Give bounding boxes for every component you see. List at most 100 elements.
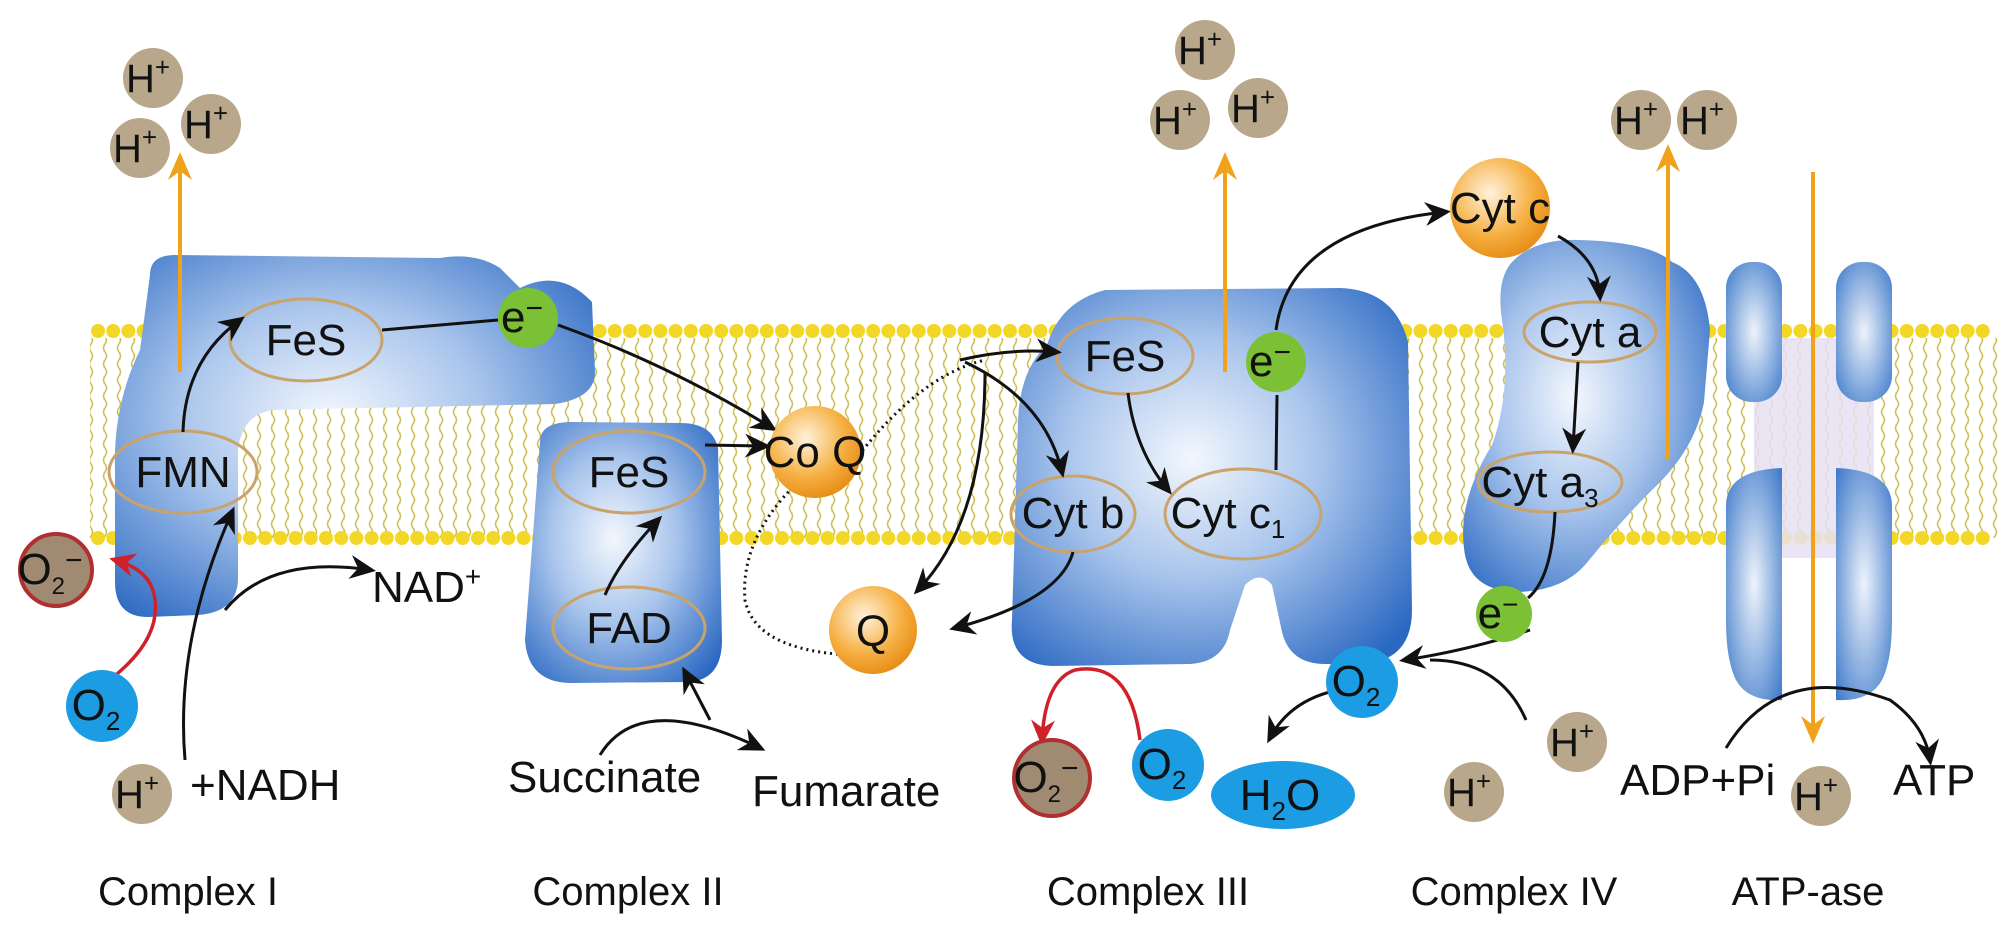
- electron-to-cyt-c-arrow: [1274, 202, 1451, 331]
- lipid-head: [759, 531, 774, 545]
- lipid-head: [942, 324, 957, 338]
- lipid-head: [714, 324, 729, 338]
- fes-to-electron-line-i: [381, 318, 499, 332]
- lipid-head: [1930, 531, 1945, 545]
- lipid-head: [1671, 531, 1686, 545]
- svg-text:e−: e−: [1478, 589, 1519, 638]
- cyt-b-to-q-arrow: [949, 551, 1075, 635]
- complex-ii-protein: [525, 422, 722, 683]
- proton-h-plus: H+: [1677, 90, 1737, 150]
- cyt-a-label: Cyt a: [1539, 308, 1642, 357]
- lipid-head: [1975, 531, 1990, 545]
- lipid-head: [592, 324, 607, 338]
- lipid-head: [91, 324, 105, 338]
- lipid-head: [1808, 324, 1823, 338]
- lipid-head: [1915, 531, 1929, 545]
- adp-to-atp-arrow: [1724, 686, 1940, 766]
- lipid-head: [410, 531, 425, 545]
- nadh-to-nad-arrow: [223, 555, 376, 611]
- lipid-head: [258, 531, 273, 545]
- lipid-head: [1018, 324, 1033, 338]
- complex-iii-label: Complex III: [1047, 870, 1249, 914]
- cyt-a3-to-electron-line: [1527, 511, 1557, 600]
- proton-h-plus: H+: [1791, 766, 1851, 826]
- lipid-head: [1413, 324, 1428, 338]
- fes-label-complex-i: FeS: [266, 316, 347, 365]
- svg-text:H+: H+: [113, 122, 157, 171]
- lipid-head: [775, 531, 789, 545]
- lipid-head: [851, 531, 865, 545]
- complex-ii-label: Complex II: [532, 870, 723, 914]
- lipid-head: [1641, 531, 1656, 545]
- oxygen-to-superoxide-arrow-i: [109, 553, 158, 680]
- lipid-head: [1474, 324, 1489, 338]
- fes-label-complex-ii: FeS: [589, 448, 670, 497]
- q-cycle-dotted-arrow: [743, 482, 851, 657]
- coenzyme-q: Co Q: [764, 406, 866, 498]
- lipid-head: [349, 531, 364, 545]
- lipid-head: [759, 324, 774, 338]
- adp-pi-label: ADP+Pi: [1620, 756, 1775, 805]
- lipid-head: [303, 531, 318, 545]
- lipid-head: [1003, 531, 1017, 545]
- svg-text:Q: Q: [856, 607, 890, 656]
- lipid-head: [866, 531, 881, 545]
- svg-text:H+: H+: [1178, 24, 1222, 73]
- lipid-head: [790, 531, 805, 545]
- lipid-head: [1459, 324, 1473, 338]
- lipid-head: [866, 324, 881, 338]
- complex-i-label: Complex I: [98, 870, 278, 914]
- lipid-head: [790, 324, 805, 338]
- lipid-head: [1899, 324, 1914, 338]
- succinate-to-fumarate-arrow: [598, 719, 766, 756]
- lipid-head: [820, 324, 835, 338]
- lipid-head: [957, 324, 972, 338]
- proton-h-plus: H+: [1150, 90, 1210, 150]
- lipid-head: [653, 324, 668, 338]
- lipid-head: [1930, 324, 1945, 338]
- svg-text:H+: H+: [1447, 766, 1491, 815]
- lipid-head: [851, 324, 865, 338]
- lipid-head: [881, 531, 896, 545]
- nad-plus-label: NAD+: [372, 561, 481, 612]
- svg-text:e−: e−: [501, 292, 543, 342]
- electron-complex-iv: e−: [1476, 586, 1532, 642]
- lipid-head: [1899, 531, 1914, 545]
- svg-text:Cyt c: Cyt c: [1450, 184, 1550, 233]
- lipid-head: [835, 531, 850, 545]
- lipid-head: [486, 531, 501, 545]
- lipid-head: [896, 531, 911, 545]
- lipid-head: [805, 324, 820, 338]
- electron-complex-iii: e−: [1246, 332, 1306, 392]
- lipid-head: [288, 531, 303, 545]
- lipid-head: [425, 531, 440, 545]
- proton-h-plus: H+: [1547, 712, 1607, 772]
- svg-text:O2−: O2−: [1013, 752, 1078, 808]
- lipid-head: [668, 324, 683, 338]
- svg-text:H+: H+: [1680, 94, 1724, 143]
- lipid-head: [729, 324, 744, 338]
- svg-text:O2: O2: [1138, 740, 1187, 795]
- lipid-head: [972, 531, 987, 545]
- fes-iii-to-cyt-c1-arrow: [1126, 392, 1172, 495]
- lipid-head: [911, 324, 926, 338]
- svg-text:O2: O2: [1332, 657, 1381, 712]
- lipid-head: [106, 324, 121, 338]
- lipid-head: [440, 531, 455, 545]
- lipid-head: [744, 531, 759, 545]
- lipid-head: [395, 531, 409, 545]
- lipid-head: [957, 531, 972, 545]
- lipid-head: [1443, 324, 1458, 338]
- lipid-head: [896, 324, 911, 338]
- proton-h-plus: H+: [1228, 78, 1288, 138]
- lipid-head: [1611, 531, 1625, 545]
- svg-text:O2−: O2−: [17, 544, 82, 600]
- svg-text:H+: H+: [184, 98, 228, 147]
- electron-complex-i: e−: [498, 288, 558, 348]
- lipid-head: [1960, 324, 1975, 338]
- proton-h-plus: H+: [181, 94, 241, 154]
- lipid-head: [1945, 324, 1960, 338]
- lipid-head: [744, 324, 759, 338]
- svg-text:H+: H+: [126, 52, 170, 101]
